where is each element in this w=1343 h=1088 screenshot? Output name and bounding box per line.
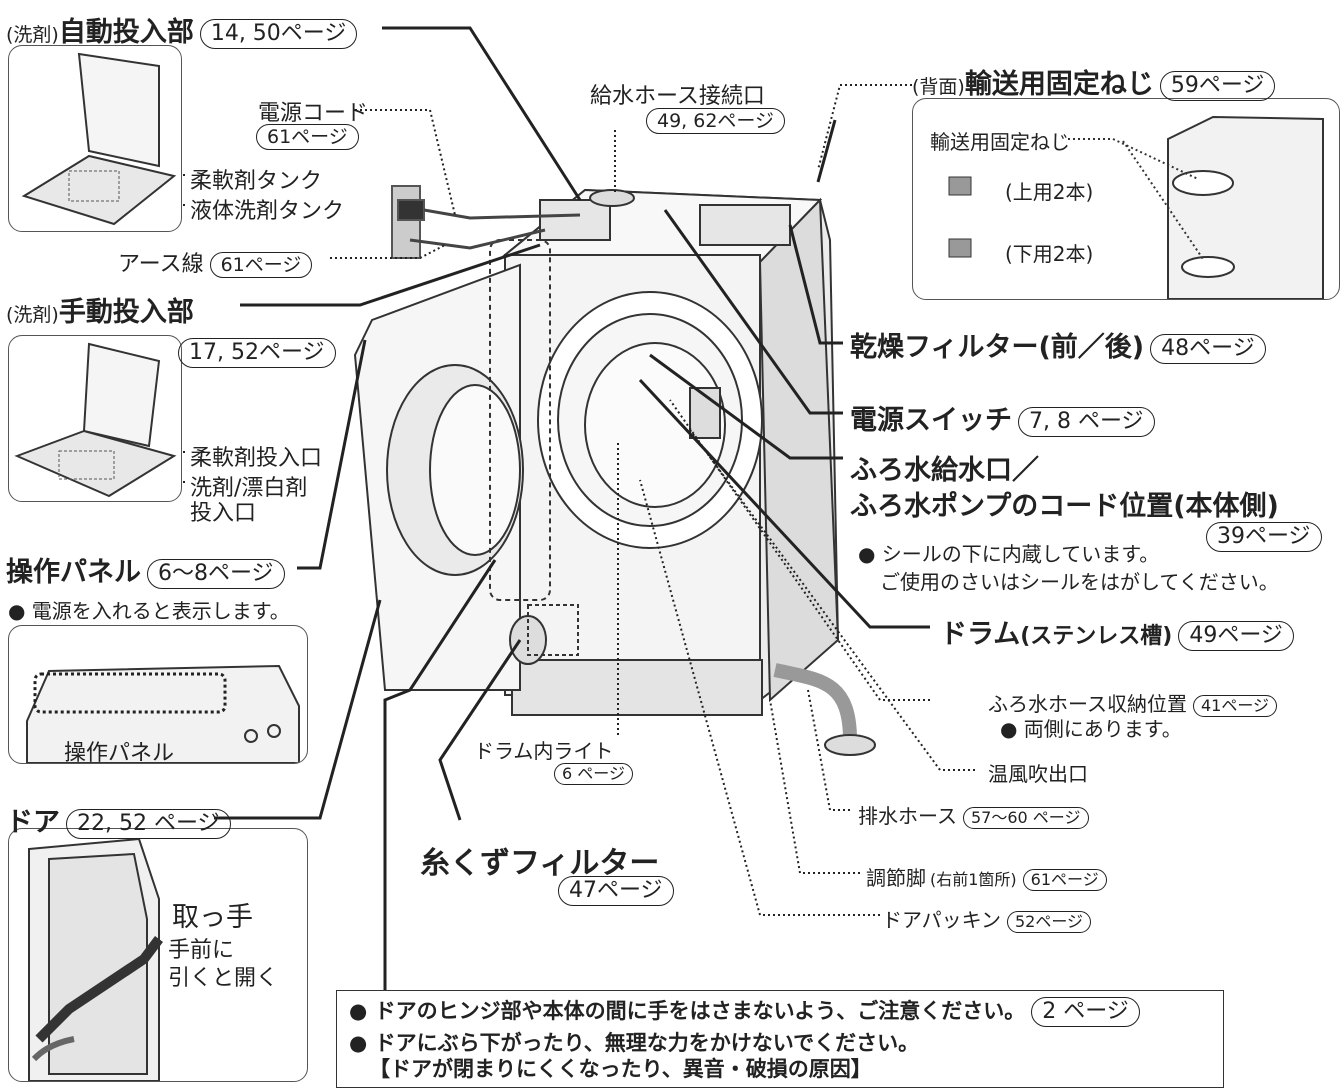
control-panel-inset: [8, 625, 308, 764]
caution-line-1: ● ドアのヒンジ部や本体の間に手をはさまないよう、ご注意ください。2 ページ: [349, 995, 1140, 1027]
drum-light-ref[interactable]: 6 ページ: [548, 763, 633, 785]
transport-screw-inner-label: 輸送用固定ねじ: [930, 130, 1070, 154]
drum-ref[interactable]: 49ページ: [1178, 620, 1294, 651]
transport-screw-lower: (下用2本): [1005, 242, 1094, 266]
door-ref[interactable]: 22, 52 ページ: [66, 808, 231, 839]
leader-lines: [214, 26, 930, 1000]
manual-detergent-label-2: 投入口: [190, 501, 257, 526]
dry-filter-ref[interactable]: 48ページ: [1150, 333, 1266, 364]
manual-dispenser-illustration: [14, 342, 177, 498]
water-inlet-label: 給水ホース接続口: [590, 84, 765, 109]
bath-hose-note: ● 両側にあります。: [1000, 717, 1182, 741]
auto-softener-label: 柔軟剤タンク: [190, 169, 323, 194]
earth-wire-ref[interactable]: 61ページ: [209, 252, 313, 278]
adjust-foot-ref[interactable]: 61ページ: [1022, 868, 1107, 891]
power-switch-ref[interactable]: 7, 8 ページ: [1018, 406, 1155, 437]
drum-label: ドラム(ステンレス槽)49ページ: [940, 612, 1294, 651]
door-open-2: 引くと開く: [168, 966, 279, 991]
control-panel-inset-label: 操作パネル: [64, 741, 175, 766]
door-handle-label: 取っ手: [172, 902, 253, 933]
manual-dispenser-inset: [8, 335, 182, 502]
transport-screw-ref[interactable]: 59ページ: [1159, 70, 1276, 101]
transport-screw-illustration: [948, 115, 1324, 299]
manual-dispenser-label: (洗剤)手動投入部: [6, 297, 194, 328]
power-cord-label: 電源コード: [258, 101, 369, 126]
bath-inlet-ref[interactable]: 39ページ: [1200, 522, 1322, 552]
water-inlet-ref[interactable]: 49, 62ページ: [640, 108, 786, 134]
caution-notice: ● ドアのヒンジ部や本体の間に手をはさまないよう、ご注意ください。2 ページ ●…: [336, 990, 1224, 1088]
adjust-foot-label: 調節脚(右前1箇所)61ページ: [866, 862, 1107, 891]
dry-filter-label: 乾燥フィルター(前／後)48ページ: [850, 325, 1266, 364]
lint-filter-illustration: [509, 604, 579, 665]
warm-air-label: 温風吹出口: [988, 762, 1088, 786]
manual-detergent-label-1: 洗剤/漂白剤: [190, 476, 308, 501]
drum-light-label: ドラム内ライト: [474, 739, 614, 763]
bath-inlet-note-2: ご使用のさいはシールをはがしてください。: [880, 570, 1279, 594]
drain-hose-illustration: [773, 663, 876, 756]
caution-line-1-ref[interactable]: 2 ページ: [1031, 997, 1140, 1027]
door-open-1: 手前に: [168, 938, 235, 963]
lint-filter-label: 糸くずフィルター: [420, 846, 660, 881]
door-handle-illustration: [28, 837, 163, 1081]
manual-softener-label: 柔軟剤投入口: [190, 446, 323, 471]
caution-line-2: ● ドアにぶら下がったり、無理な力をかけないでください。: [349, 1031, 920, 1055]
bath-hose-ref[interactable]: 41ページ: [1193, 694, 1278, 717]
auto-liquid-label: 液体洗剤タンク: [190, 199, 345, 224]
door-packing-ref[interactable]: 52ページ: [1007, 910, 1092, 933]
control-panel-note: ● 電源を入れると表示します。: [8, 599, 290, 623]
washer-illustration: [502, 188, 840, 716]
door-inset: [8, 828, 308, 1082]
bath-inlet-label-2: ふろ水ポンプのコード位置(本体側): [850, 491, 1279, 522]
caution-line-3: 【ドアが閉まりにくくなったり、異音・破損の原因】: [369, 1057, 872, 1081]
transport-screw-upper: (上用2本): [1005, 180, 1094, 204]
auto-dispenser-illustration: [21, 52, 177, 226]
power-cord-ref[interactable]: 61ページ: [250, 124, 359, 150]
auto-dispenser-ref[interactable]: 14, 50ページ: [199, 18, 358, 49]
bath-inlet-label-1: ふろ水給水口／: [850, 455, 1039, 486]
transport-screw-inset: [912, 98, 1340, 300]
wall-outlet: [391, 185, 581, 259]
drain-hose-ref[interactable]: 57〜60 ページ: [963, 806, 1089, 829]
control-panel-ref[interactable]: 6〜8ページ: [147, 558, 285, 589]
manual-dispenser-ref[interactable]: 17, 52ページ: [172, 338, 336, 368]
bath-inlet-note-1: ● シールの下に内蔵しています。: [858, 542, 1160, 566]
control-panel-illustration: [26, 664, 300, 763]
auto-dispenser-inset: [8, 45, 182, 232]
lint-filter-ref[interactable]: 47ページ: [552, 876, 674, 906]
dotted-leaders: [140, 84, 975, 916]
